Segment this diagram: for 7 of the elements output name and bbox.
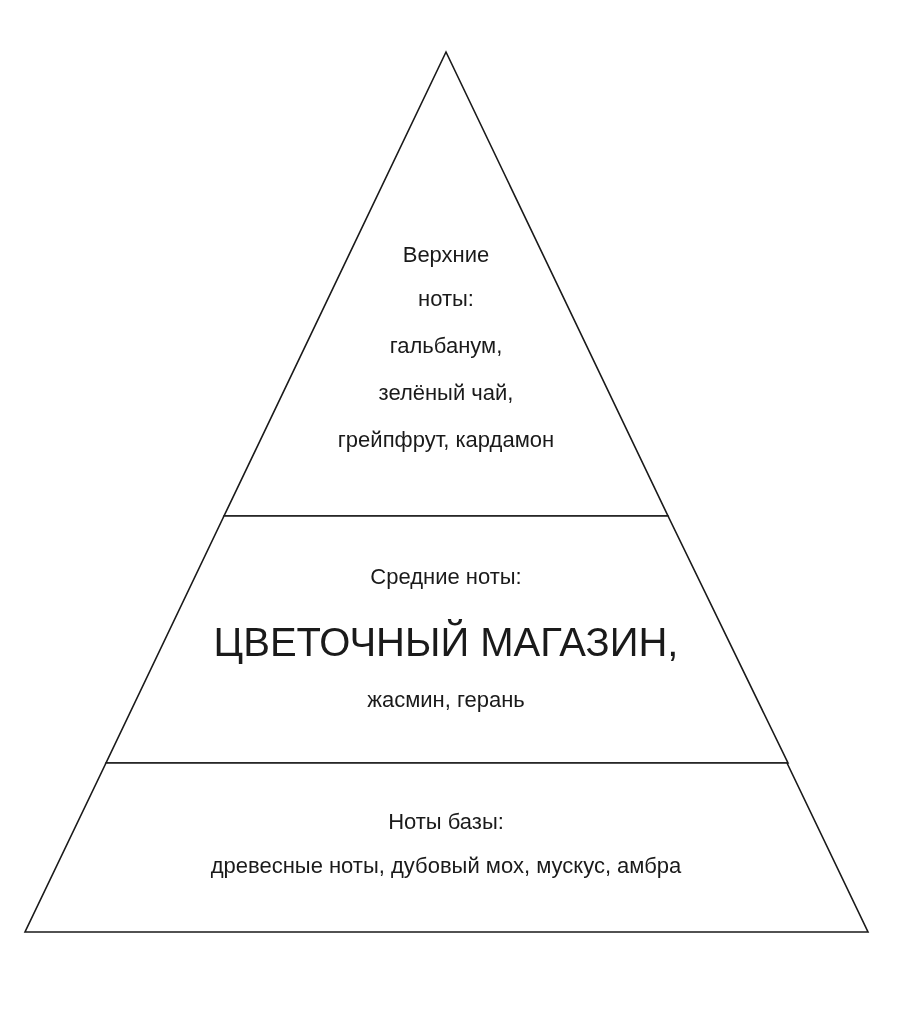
notes-list: гальбанум, зелёный чай, грейпфрут, кардамон: [337, 322, 555, 463]
notes-list: жасмин, герань: [367, 684, 525, 716]
tier-heading: Верхние ноты:: [402, 241, 490, 313]
tier-heading: Ноты базы:: [388, 808, 504, 836]
tier-heading: Средние ноты:: [370, 563, 522, 591]
notes-list: древесные ноты, дубовый мох, мускус, амбра: [210, 850, 682, 882]
featured-note: ЦВЕТОЧНЫЙ МАГАЗИН,: [213, 618, 679, 666]
